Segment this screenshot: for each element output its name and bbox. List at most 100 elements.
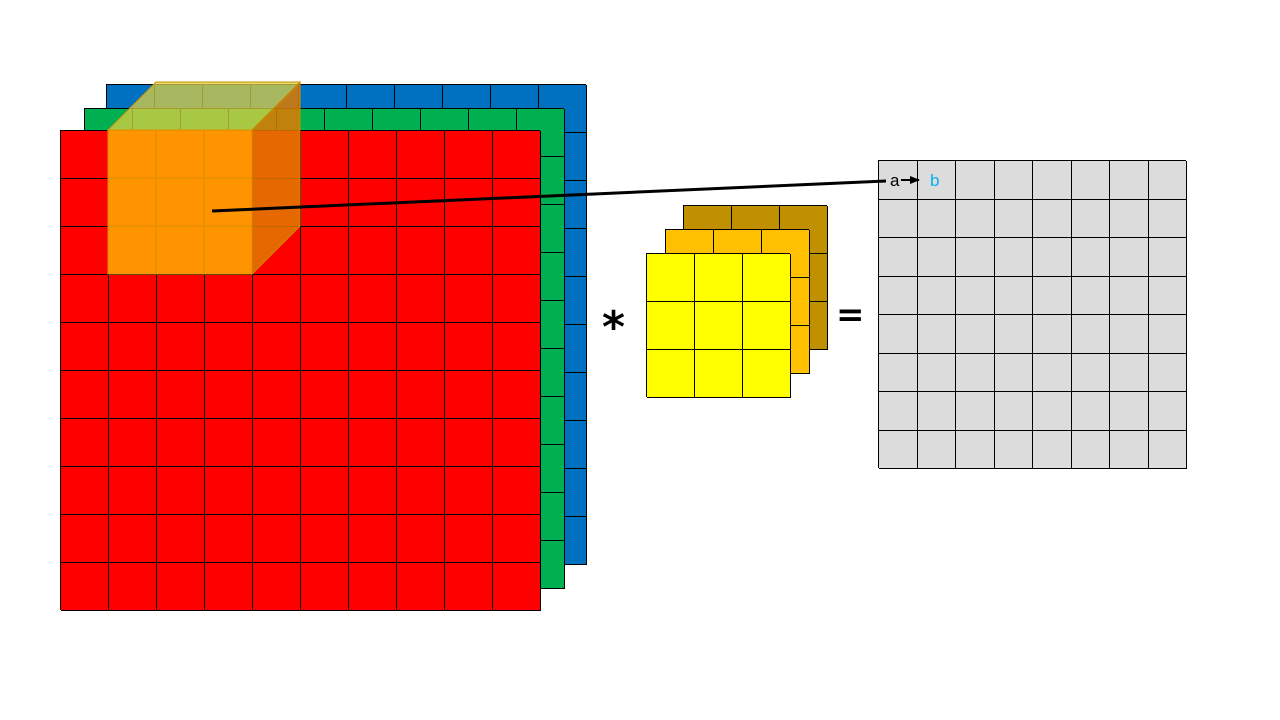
output-cell [956, 276, 995, 315]
input-cell [109, 563, 157, 611]
input-cell [445, 227, 493, 275]
output-cell [1033, 353, 1072, 392]
output-cell [1033, 199, 1072, 238]
output-cell [1110, 276, 1149, 315]
kernel-channel-yellow [646, 253, 791, 398]
output-cell [994, 430, 1033, 469]
input-cell [517, 541, 565, 589]
input-cell [205, 419, 253, 467]
output-cell [994, 199, 1033, 238]
input-cell [157, 515, 205, 563]
output-cell [917, 199, 956, 238]
output-cell [879, 392, 918, 431]
input-cell [253, 179, 301, 227]
input-cell [253, 323, 301, 371]
output-cell [1110, 161, 1149, 200]
output-cell [994, 392, 1033, 431]
output-cell [1148, 161, 1187, 200]
kernel-cell [647, 254, 695, 302]
input-cell [349, 131, 397, 179]
input-cell [253, 467, 301, 515]
input-cell [445, 131, 493, 179]
output-cell [1033, 238, 1072, 277]
output-cell [1110, 315, 1149, 354]
input-cell [517, 493, 565, 541]
input-cell [301, 275, 349, 323]
input-cell [205, 275, 253, 323]
input-cell [205, 131, 253, 179]
input-cell [157, 179, 205, 227]
input-cell [301, 419, 349, 467]
output-cell [1110, 430, 1149, 469]
input-cell [301, 179, 349, 227]
output-cell [1033, 276, 1072, 315]
input-cell [397, 563, 445, 611]
input-cell [445, 323, 493, 371]
input-cell [61, 131, 109, 179]
input-cell [517, 109, 565, 157]
input-cell [61, 515, 109, 563]
input-cell [109, 371, 157, 419]
input-cell [493, 323, 541, 371]
input-cell [205, 371, 253, 419]
output-cell [1148, 276, 1187, 315]
input-cell [349, 515, 397, 563]
input-cell [109, 179, 157, 227]
input-cell [301, 131, 349, 179]
input-cell [349, 419, 397, 467]
output-cell [917, 161, 956, 200]
output-cell [879, 161, 918, 200]
output-cell [879, 238, 918, 277]
input-cell [253, 419, 301, 467]
input-cell [349, 371, 397, 419]
kernel-cell [695, 254, 743, 302]
input-cell [301, 227, 349, 275]
output-grid [878, 160, 1187, 469]
input-cell [61, 227, 109, 275]
input-cell [301, 563, 349, 611]
output-cell [956, 353, 995, 392]
kernel-cell [647, 350, 695, 398]
output-cell [879, 315, 918, 354]
input-cell [397, 275, 445, 323]
output-cell [1148, 238, 1187, 277]
input-cell [349, 179, 397, 227]
input-cell [253, 371, 301, 419]
input-cell [397, 131, 445, 179]
input-cell [301, 371, 349, 419]
input-cell [493, 563, 541, 611]
output-cell [956, 161, 995, 200]
convolution-operator: * [602, 302, 626, 353]
input-cell [157, 563, 205, 611]
input-cell [397, 179, 445, 227]
input-cell [445, 371, 493, 419]
input-cell [397, 515, 445, 563]
input-cell [493, 467, 541, 515]
input-cell [205, 467, 253, 515]
output-cell [1148, 392, 1187, 431]
input-cell [445, 419, 493, 467]
output-cell [1071, 199, 1110, 238]
output-cell [1071, 161, 1110, 200]
input-cell [301, 467, 349, 515]
output-cell [1071, 276, 1110, 315]
input-cell [493, 275, 541, 323]
input-cell [493, 515, 541, 563]
input-cell [205, 179, 253, 227]
output-cell [879, 353, 918, 392]
output-cell [1148, 353, 1187, 392]
input-cell [397, 323, 445, 371]
input-cell [493, 179, 541, 227]
input-cell [253, 131, 301, 179]
input-cell [397, 419, 445, 467]
input-cell [61, 371, 109, 419]
input-cell [349, 563, 397, 611]
input-cell [493, 131, 541, 179]
input-cell [61, 323, 109, 371]
input-cell [445, 515, 493, 563]
output-cell [1110, 392, 1149, 431]
input-cell [493, 419, 541, 467]
input-cell [109, 323, 157, 371]
input-cell [109, 275, 157, 323]
input-cell [253, 275, 301, 323]
